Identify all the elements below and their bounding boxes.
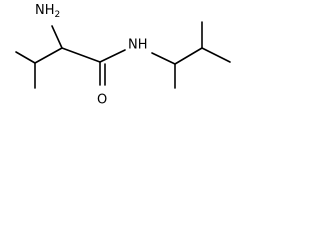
bond-amide-n-ch <box>151 52 176 65</box>
bond-alpha-c-amine <box>51 25 63 49</box>
bond-alpha-c-carbonyl-c <box>61 47 101 63</box>
chemical-structure-diagram: NH2 NH O <box>15 3 231 108</box>
bond-methyl1-isopropyl-ch <box>15 51 36 64</box>
bond-terminal-ch-methyl-right <box>201 47 231 63</box>
bond-ch-terminal-ch <box>174 47 203 65</box>
amine-label: NH2 <box>35 3 60 20</box>
amine-subscript: 2 <box>55 10 61 20</box>
bond-isopropyl-ch-alpha-c <box>34 47 63 64</box>
carbonyl-oxygen-label: O <box>97 93 107 108</box>
bond-carbonyl-c-amide-n <box>99 49 126 63</box>
amide-nh-label: NH <box>128 38 148 53</box>
